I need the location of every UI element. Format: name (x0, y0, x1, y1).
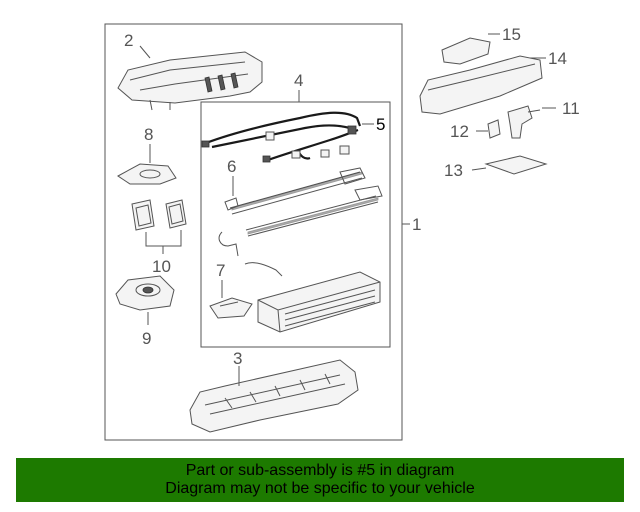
part-8-duct (117, 163, 177, 185)
callout-8: 8 (144, 125, 153, 144)
part-13-pad (484, 155, 548, 175)
part-12-clip (487, 119, 501, 139)
callout-12: 12 (450, 122, 469, 141)
callout-6: 6 (227, 157, 236, 176)
part-14-duct-cover (419, 55, 543, 115)
outer-assembly-frame (104, 23, 403, 441)
callout-4: 4 (294, 71, 303, 90)
banner-line-2: Diagram may not be specific to your vehi… (165, 480, 475, 497)
callout-2: 2 (124, 31, 133, 50)
banner-line-1: Part or sub-assembly is #5 in diagram (185, 462, 455, 479)
callout-13: 13 (444, 161, 463, 180)
part-6-bus-bar-assembly (218, 167, 383, 277)
callout-11: 11 (562, 99, 580, 118)
part-5-wire-harness (201, 111, 362, 163)
callout-7: 7 (216, 261, 225, 280)
part-7-control-bracket (209, 297, 253, 319)
parts-diagram: 1 2 4 5 6 (104, 23, 580, 441)
part-2-top-cover (117, 51, 263, 111)
info-banner: Part or sub-assembly is #5 in diagram Di… (16, 458, 624, 502)
callout-15: 15 (502, 25, 521, 44)
callout-10: 10 (152, 257, 171, 276)
callout-5: 5 (376, 115, 385, 134)
callout-14: 14 (548, 49, 567, 68)
part-11-bracket (507, 105, 541, 139)
part-10-filters (131, 199, 187, 231)
battery-module (257, 271, 381, 333)
callout-9: 9 (142, 329, 151, 348)
callout-1: 1 (412, 215, 421, 234)
inner-assembly-frame (200, 101, 391, 348)
callout-3: 3 (233, 349, 242, 368)
part-9-blower-fan (115, 275, 175, 311)
part-15-small-cover (441, 37, 491, 65)
part-3-battery-tray (189, 359, 359, 433)
